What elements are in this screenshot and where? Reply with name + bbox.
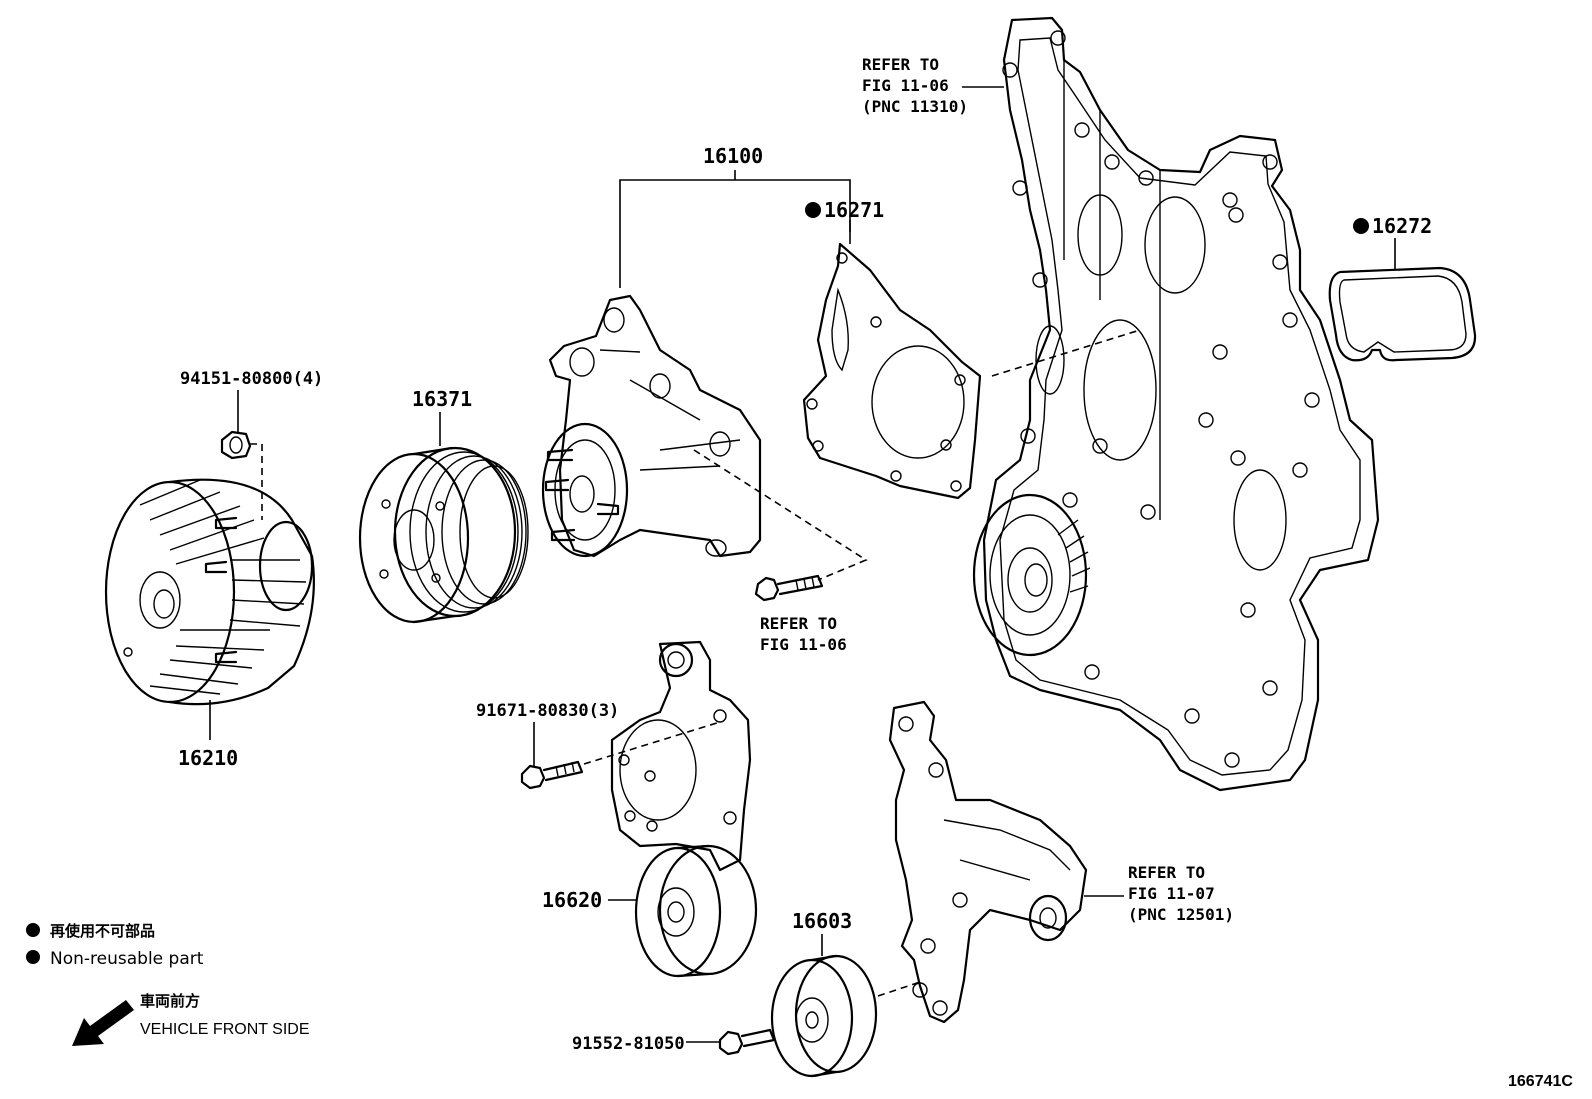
ref-bracket-line3: (PNC 12501) xyxy=(1128,905,1234,924)
nut-94151 xyxy=(220,430,252,460)
bolt-91552: 91552-81050 xyxy=(572,1034,685,1054)
ref-bracket-line2: FIG 11-07 xyxy=(1128,884,1215,903)
tensioner-16620 xyxy=(610,640,758,978)
legend-dot-jp xyxy=(26,923,40,937)
ref-top-line2: FIG 11-06 xyxy=(862,76,949,95)
fan-clutch-16210 xyxy=(104,478,315,706)
front-arrow-icon xyxy=(72,1000,134,1046)
bolt-91671 xyxy=(520,760,584,790)
water-pump-16100 xyxy=(541,294,762,558)
bolt-94151: 94151-80800(4) xyxy=(180,369,323,389)
alternator-bracket xyxy=(888,700,1088,1024)
part-16210: 16210 xyxy=(178,746,238,770)
legend-non-reusable-jp: 再使用不可部品 xyxy=(50,922,155,940)
part-16272: 16272 xyxy=(1372,214,1432,238)
o-ring-16272 xyxy=(1328,266,1477,362)
legend-non-reusable-en: Non-reusable part xyxy=(50,949,204,969)
idler-16603 xyxy=(770,954,878,1078)
pump-bolt xyxy=(754,574,824,602)
bolt-91552 xyxy=(718,1028,776,1056)
gasket-16271 xyxy=(802,242,982,500)
ref-bolt-line1: REFER TO xyxy=(760,614,837,633)
part-16100: 16100 xyxy=(703,144,763,168)
timing-cover xyxy=(972,16,1380,792)
ref-top-line1: REFER TO xyxy=(862,55,939,74)
non-reusable-dot-16271 xyxy=(805,202,821,218)
ref-bracket-line1: REFER TO xyxy=(1128,863,1205,882)
part-16371: 16371 xyxy=(412,387,472,411)
pulley-16371 xyxy=(358,446,529,624)
part-16603: 16603 xyxy=(792,909,852,933)
ref-top-line3: (PNC 11310) xyxy=(862,97,968,116)
part-16271: 16271 xyxy=(824,198,884,222)
ref-bolt-line2: FIG 11-06 xyxy=(760,635,847,654)
legend-front-en: VEHICLE FRONT SIDE xyxy=(140,1021,310,1038)
diagram-code: 166741C xyxy=(1508,1073,1573,1090)
legend-dot-en xyxy=(26,950,40,964)
part-16620: 16620 xyxy=(542,888,602,912)
legend-front-jp: 車両前方 xyxy=(140,992,200,1010)
bolt-91671: 91671-80830(3) xyxy=(476,701,619,721)
non-reusable-dot-16272 xyxy=(1353,218,1369,234)
